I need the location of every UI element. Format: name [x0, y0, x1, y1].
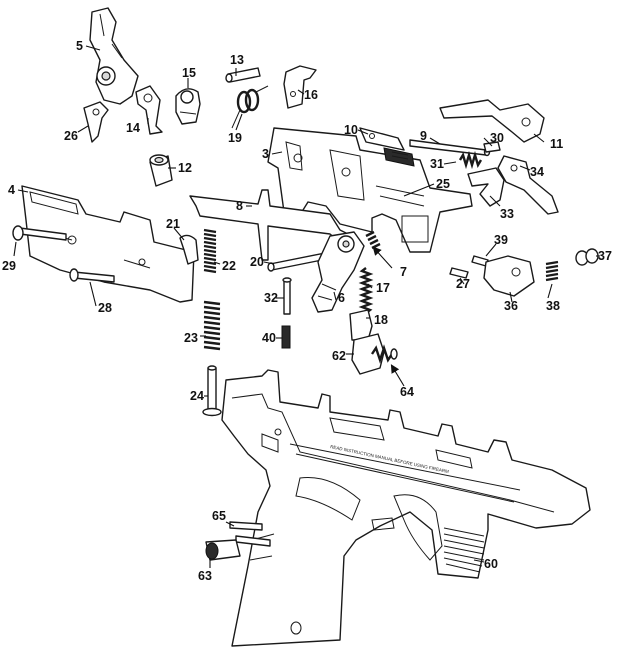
part-37-caps — [575, 248, 599, 266]
label-13: 13 — [230, 53, 244, 67]
label-16: 16 — [304, 88, 318, 102]
part-15-sear — [175, 88, 201, 125]
label-31: 31 — [430, 157, 444, 171]
part-22-spring — [203, 228, 217, 274]
label-21: 21 — [166, 217, 180, 231]
label-26: 26 — [64, 129, 78, 143]
label-29: 29 — [2, 259, 16, 273]
label-34: 34 — [530, 165, 544, 179]
label-18: 18 — [374, 313, 388, 327]
part-17-spring — [358, 267, 374, 314]
part-26-lever — [83, 101, 109, 143]
callout-labels: 5 13 15 16 26 14 19 10 9 30 11 3 12 31 3… — [2, 39, 612, 583]
label-8: 8 — [236, 199, 243, 213]
part-10-stop — [359, 127, 405, 151]
label-27: 27 — [456, 277, 470, 291]
label-37: 37 — [598, 249, 612, 263]
label-28: 28 — [98, 301, 112, 315]
part-34-bracket — [497, 155, 559, 215]
label-15: 15 — [182, 66, 196, 80]
label-7: 7 — [400, 265, 407, 279]
part-21-part — [179, 234, 199, 265]
part-6-trigger — [311, 231, 365, 313]
label-20: 20 — [250, 255, 264, 269]
label-38: 38 — [546, 299, 560, 313]
label-17: 17 — [376, 281, 390, 295]
part-16-bracket — [283, 65, 317, 109]
part-19-spring — [231, 85, 269, 129]
label-24: 24 — [190, 389, 204, 403]
part-23-spring — [203, 300, 221, 351]
label-4: 4 — [8, 183, 15, 197]
label-30: 30 — [490, 131, 504, 145]
label-33: 33 — [500, 207, 514, 221]
label-60: 60 — [484, 557, 498, 571]
part-63-button — [205, 539, 241, 561]
part-30-plunger — [483, 141, 501, 153]
part-29-pin — [12, 225, 67, 241]
label-25: 25 — [436, 177, 450, 191]
label-23: 23 — [184, 331, 198, 345]
part-12-bushing — [149, 154, 173, 187]
label-12: 12 — [178, 161, 192, 175]
label-39: 39 — [494, 233, 508, 247]
part-4-rail — [21, 185, 195, 303]
part-7-spring — [365, 230, 381, 250]
label-64: 64 — [400, 385, 414, 399]
leader-lines — [13, 45, 600, 568]
label-6: 6 — [338, 291, 345, 305]
label-40: 40 — [262, 331, 276, 345]
label-63: 63 — [198, 569, 212, 583]
part-13-pin — [225, 67, 261, 83]
part-18-safety — [349, 309, 385, 375]
part-28-pin — [69, 268, 115, 283]
label-62: 62 — [332, 349, 346, 363]
label-9: 9 — [420, 129, 427, 143]
label-19: 19 — [228, 131, 242, 145]
part-40-spring — [281, 325, 291, 349]
part-32-pin — [282, 277, 292, 315]
part-33-hook — [467, 167, 505, 207]
label-3: 3 — [262, 147, 269, 161]
part-38-spring — [545, 260, 559, 282]
label-14: 14 — [126, 121, 140, 135]
part-36-block — [483, 255, 535, 297]
part-5-hammer — [89, 7, 139, 105]
part-64-plunger — [371, 344, 398, 364]
part-14-strut — [135, 85, 163, 135]
label-10: 10 — [344, 123, 358, 137]
label-32: 32 — [264, 291, 278, 305]
label-5: 5 — [76, 39, 83, 53]
label-11: 11 — [550, 137, 563, 151]
part-31-spring — [458, 150, 483, 170]
part-27-pin — [449, 267, 469, 279]
label-65: 65 — [212, 509, 226, 523]
part-60-frame: READ INSTRUCTION MANUAL BEFORE USING FIR… — [221, 369, 591, 647]
label-22: 22 — [222, 259, 236, 273]
part-25-ejector — [383, 147, 415, 167]
part-11-lever — [439, 99, 545, 143]
label-36: 36 — [504, 299, 518, 313]
part-24-pin — [202, 365, 222, 417]
